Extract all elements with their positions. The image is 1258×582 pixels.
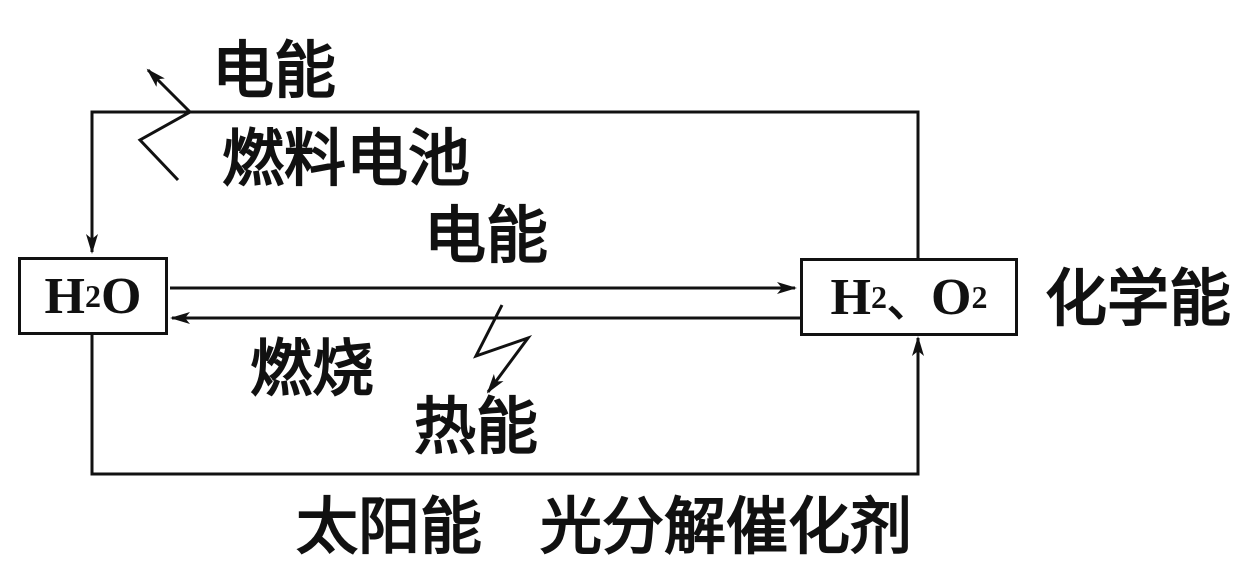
chemical-energy-label: 化学能 (1045, 262, 1232, 335)
middle-electric-energy-label: 电能 (424, 199, 549, 272)
photocatalyst-label: 光分解催化剂 (540, 490, 913, 563)
heat-energy-label: 热能 (414, 390, 539, 463)
hydrogen-symbol: H (830, 268, 871, 326)
combustion-label: 燃烧 (250, 332, 375, 405)
heat-output-lightning-arrow (472, 304, 533, 394)
solar-energy-label: 太阳能 (296, 490, 483, 563)
fuel-cell-loop-arrow (86, 110, 920, 262)
fuel-cell-label: 燃料电池 (222, 122, 471, 195)
node-separator: 、 (887, 276, 931, 327)
water-o: O (101, 267, 142, 325)
electric-output-lightning-arrow (137, 68, 193, 182)
water-h-subscript: 2 (85, 277, 101, 314)
water-h: H (44, 267, 85, 325)
solar-loop-arrow (90, 330, 924, 476)
hydrogen-subscript: 2 (871, 278, 887, 315)
top-electric-energy-label: 电能 (212, 34, 337, 107)
oxygen-subscript: 2 (971, 278, 988, 315)
oxygen-symbol: O (931, 268, 972, 326)
